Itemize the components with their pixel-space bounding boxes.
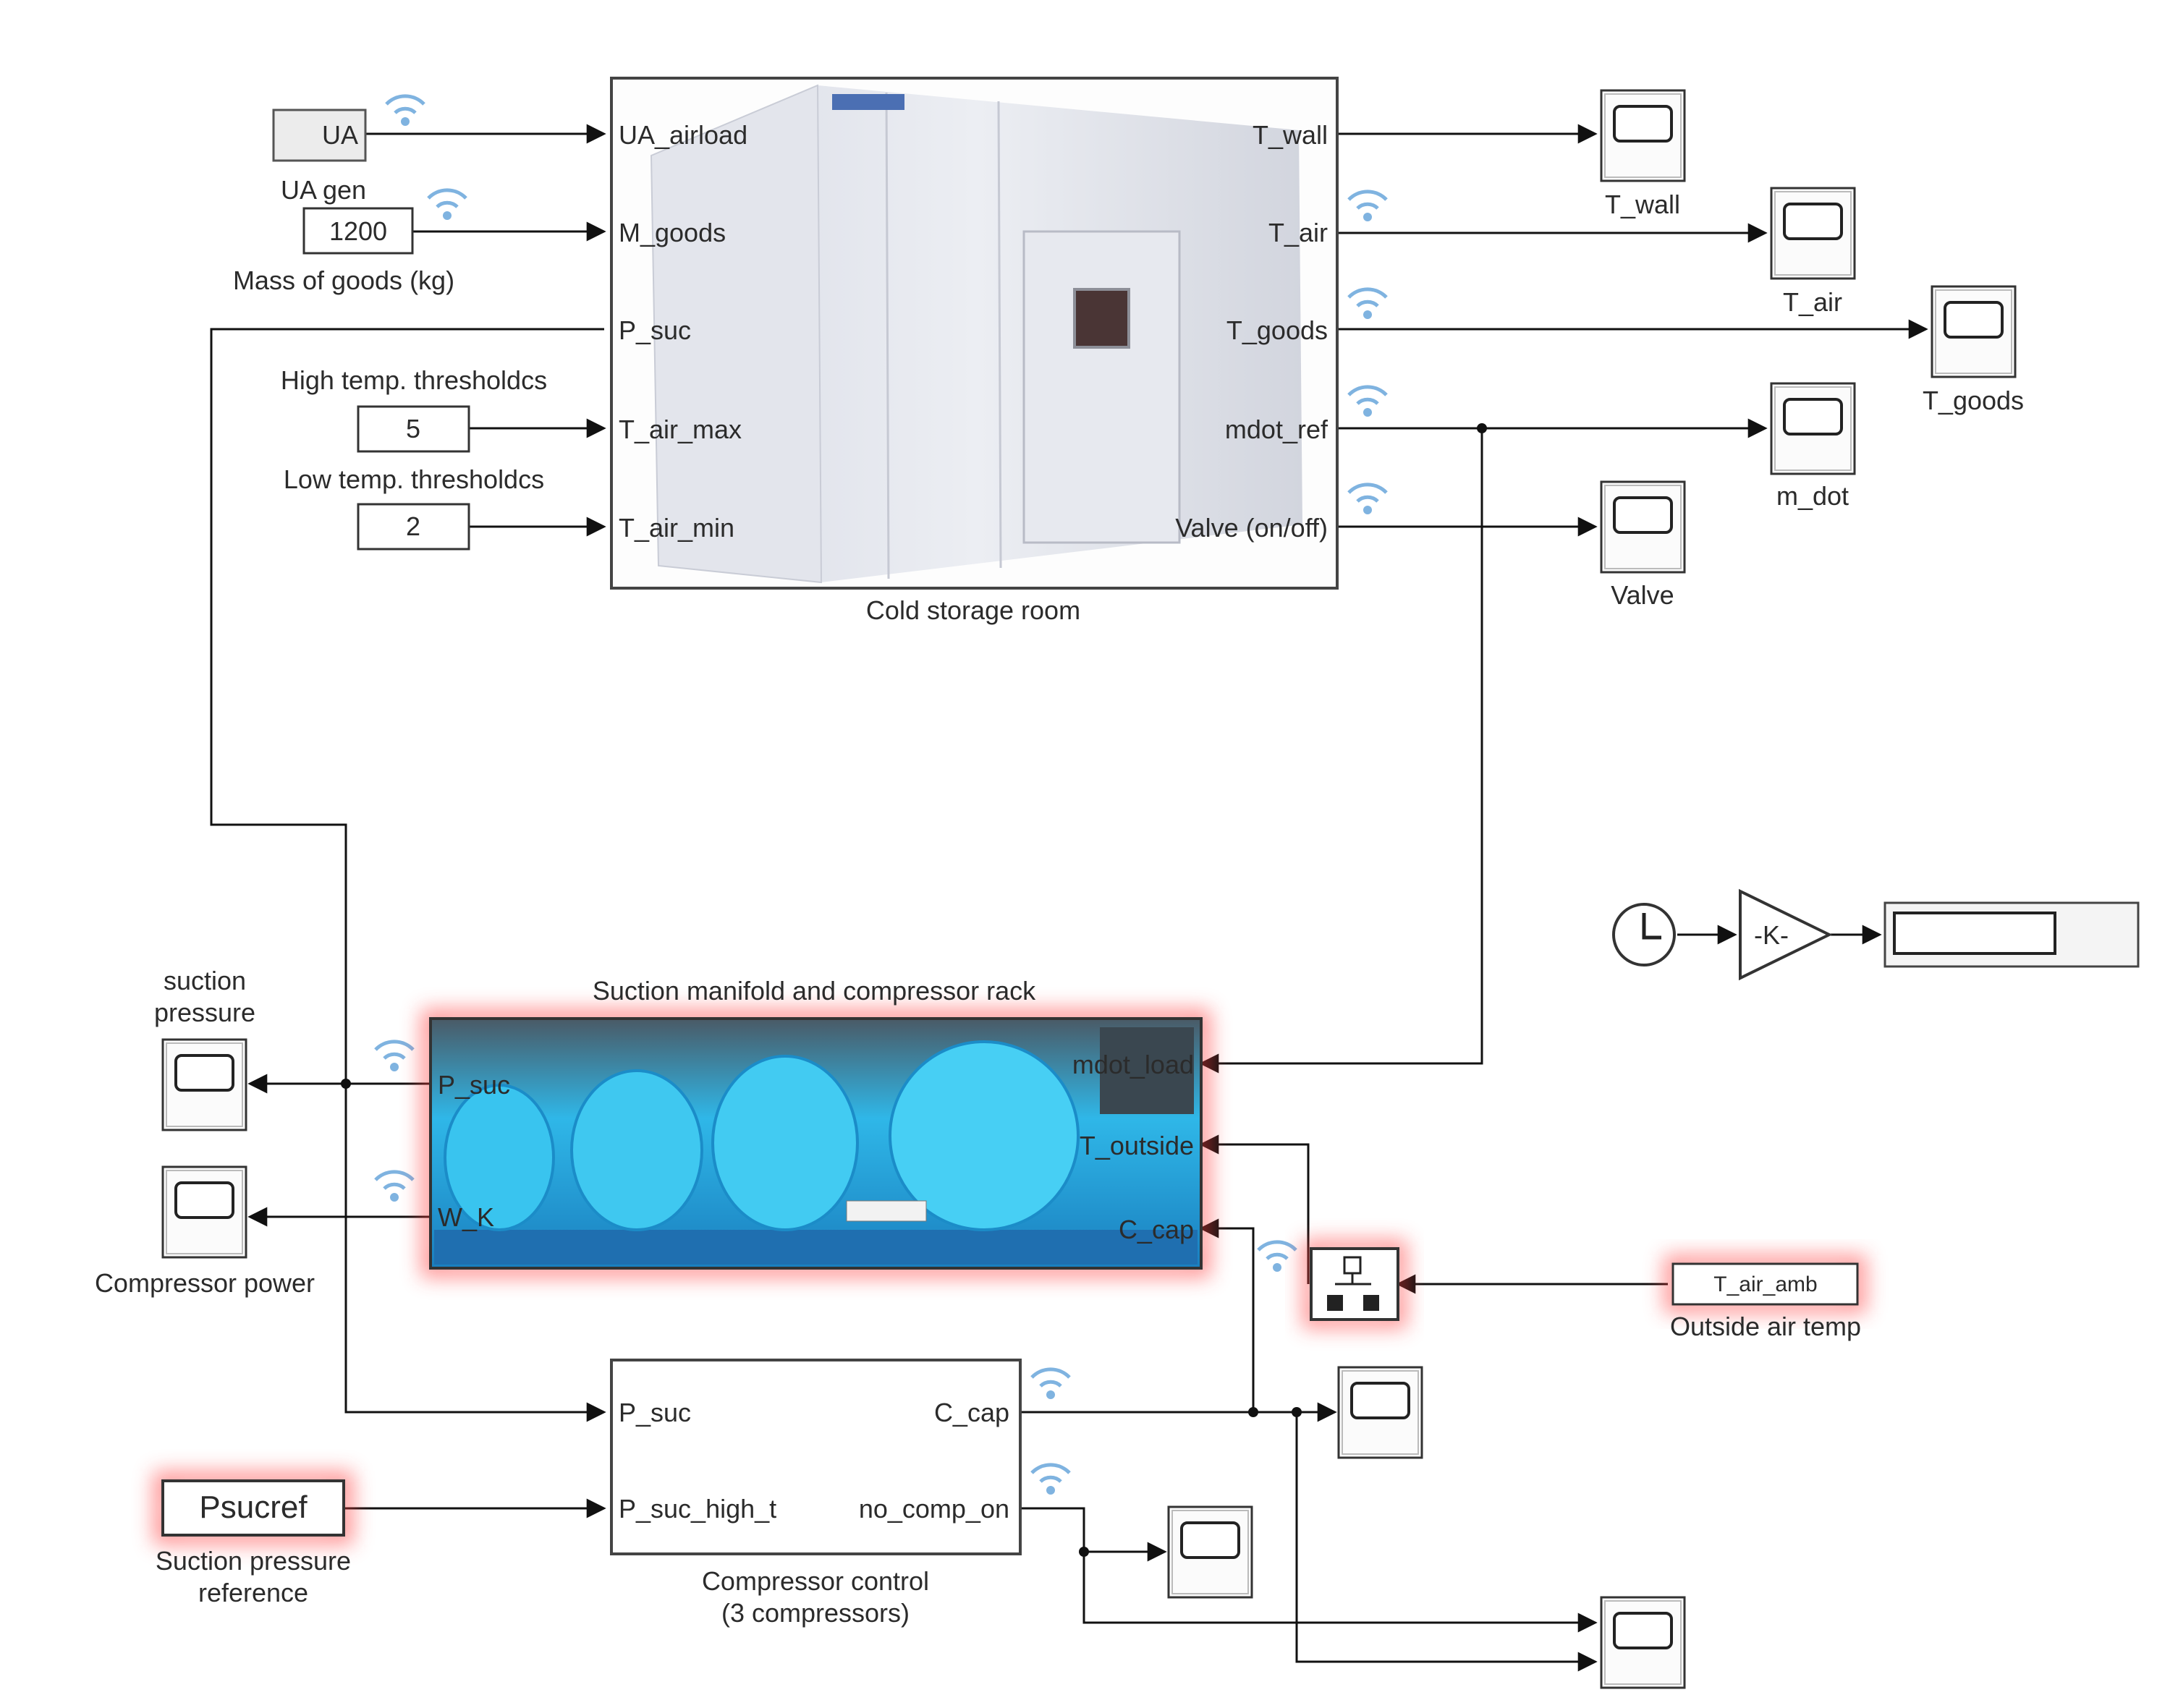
cold-storage-room-block[interactable]: UA_airload M_goods P_suc T_air_max T_air… [610, 77, 1339, 625]
scope-capacity[interactable] [1337, 1366, 1423, 1459]
ua-gen-block[interactable]: UA UA gen [272, 109, 367, 205]
cold-room-out-t-wall: T_wall [1253, 120, 1328, 150]
low-threshold-block[interactable]: Low temp. thresholdcs 2 [284, 464, 544, 551]
cold-room-in-p-suc: P_suc [619, 315, 691, 345]
cold-room-out-t-air: T_air [1268, 218, 1328, 247]
rack-out-w-k: W_K [438, 1202, 494, 1232]
mass-constant-caption: Mass of goods (kg) [233, 265, 454, 295]
clock-block[interactable] [1612, 903, 1676, 966]
compressor-control-block[interactable]: P_suc P_suc_high_t C_cap no_comp_on Comp… [610, 1359, 1022, 1628]
low-threshold-caption: Low temp. thresholdcs [284, 464, 544, 494]
scope-t-goods[interactable]: T_goods [1923, 285, 2024, 415]
high-threshold-caption: High temp. thresholdcs [281, 365, 547, 395]
outside-air-temp-caption: Outside air temp [1670, 1312, 1861, 1341]
control-caption-line2: (3 compressors) [721, 1598, 910, 1628]
rack-in-t-outside: T_outside [1080, 1131, 1194, 1160]
psucref-caption-line2: reference [198, 1578, 308, 1607]
cold-room-out-valve: Valve (on/off) [1175, 513, 1328, 543]
control-caption-line1: Compressor control [702, 1566, 929, 1596]
rack-out-p-suc: P_suc [438, 1070, 510, 1100]
scope-t-air[interactable]: T_air [1770, 187, 1856, 317]
scope-m-dot-label: m_dot [1776, 481, 1849, 511]
cold-room-in-t-air-min: T_air_min [619, 513, 734, 543]
scope-t-wall-label: T_wall [1605, 190, 1680, 219]
scope-compressor-power[interactable]: Compressor power [95, 1165, 315, 1298]
compressor-rack-block[interactable]: Suction manifold and compressor rack P_s… [421, 976, 1211, 1278]
clock-icon [1642, 913, 1661, 940]
scope-suction-label-line2: pressure [154, 998, 255, 1027]
psucref-block[interactable]: Psucref Suction pressure reference [153, 1471, 353, 1607]
control-out-no-comp-on: no_comp_on [859, 1494, 1009, 1524]
cold-room-in-t-air-max: T_air_max [619, 415, 742, 444]
high-threshold-value: 5 [406, 414, 420, 443]
gain-label: -K- [1754, 920, 1789, 950]
scope-t-air-label: T_air [1783, 287, 1842, 317]
outside-air-temp-block[interactable]: T_air_amb Outside air temp [1664, 1255, 1866, 1341]
cold-room-in-ua-airload: UA_airload [619, 120, 747, 150]
scope-compressors-on[interactable] [1167, 1505, 1253, 1599]
ua-gen-value: UA [322, 120, 358, 150]
rack-in-c-cap: C_cap [1119, 1215, 1194, 1244]
low-threshold-value: 2 [406, 511, 420, 541]
control-out-c-cap: C_cap [934, 1398, 1009, 1427]
mass-constant-value: 1200 [329, 216, 387, 246]
gain-block[interactable]: -K- [1739, 888, 1833, 981]
signal-selector-block[interactable] [1302, 1240, 1407, 1328]
cold-room-out-t-goods: T_goods [1226, 315, 1328, 345]
high-threshold-block[interactable]: High temp. thresholdcs 5 [281, 365, 547, 453]
compressor-rack-caption: Suction manifold and compressor rack [593, 976, 1036, 1006]
scope-t-goods-label: T_goods [1923, 386, 2024, 415]
scope-suction-pressure[interactable]: suction pressure [154, 966, 255, 1131]
mass-constant-block[interactable]: 1200 Mass of goods (kg) [233, 207, 454, 295]
compressor-rack-image [434, 1027, 1198, 1265]
scope-m-dot[interactable]: m_dot [1770, 382, 1856, 511]
scope-valve-label: Valve [1611, 580, 1674, 610]
control-in-p-suc-high-t: P_suc_high_t [619, 1494, 776, 1524]
cold-room-image [650, 84, 1302, 584]
scope-suction-label-line1: suction [164, 966, 246, 995]
psucref-caption-line1: Suction pressure [156, 1546, 351, 1576]
psucref-value: Psucref [199, 1490, 308, 1525]
ua-gen-caption: UA gen [281, 175, 366, 205]
scope-compressor-power-label: Compressor power [95, 1268, 315, 1298]
display-block[interactable] [1883, 901, 2140, 968]
cold-room-caption: Cold storage room [866, 595, 1080, 625]
signal-wires [210, 124, 1928, 1672]
scope-combined[interactable] [1600, 1596, 1686, 1689]
outside-air-temp-value: T_air_amb [1713, 1272, 1817, 1296]
control-in-p-suc: P_suc [619, 1398, 691, 1427]
cold-room-out-mdot-ref: mdot_ref [1225, 415, 1328, 444]
scope-valve[interactable]: Valve [1600, 480, 1686, 610]
scope-t-wall[interactable]: T_wall [1600, 89, 1686, 219]
rack-in-mdot-load: mdot_load [1072, 1050, 1194, 1079]
cold-room-in-m-goods: M_goods [619, 218, 726, 247]
